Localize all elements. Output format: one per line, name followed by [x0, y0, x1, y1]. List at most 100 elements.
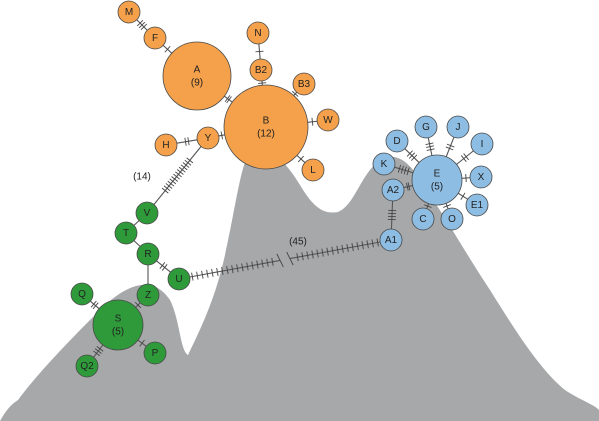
edge-E1-E [457, 192, 468, 200]
edge-H-Y [176, 137, 198, 146]
edge-B-W [307, 117, 318, 126]
node-label: I [481, 139, 484, 150]
edge-C-E [423, 203, 432, 209]
node-label: O [448, 214, 456, 225]
node-label: E1 [471, 200, 484, 211]
node-count: (5) [112, 327, 124, 338]
edge-U-A1 [189, 238, 381, 281]
edge-G-E [425, 137, 435, 156]
haplotype-node-S: S (5) [92, 299, 144, 351]
edge-B-L [296, 154, 306, 163]
haplotype-node-A1: A1 [379, 228, 403, 252]
edge-Y-B [218, 131, 225, 140]
node-label: U [175, 274, 182, 285]
haplotype-node-D: D [385, 129, 409, 153]
node-label: V [144, 208, 151, 219]
node-label: M [125, 7, 133, 18]
node-label: F [152, 33, 158, 44]
edge-J-E [445, 137, 455, 157]
node-label: B [263, 116, 270, 127]
node-label: J [456, 122, 461, 133]
node-label: H [162, 140, 169, 151]
haplotype-node-R: R [136, 242, 160, 266]
haplotype-node-N: N [246, 21, 270, 45]
edge-I-E [456, 150, 474, 165]
node-count: (9) [191, 78, 203, 89]
mutation-count-annotation: (14) [133, 172, 151, 183]
node-label: N [254, 28, 261, 39]
node-label: R [144, 249, 151, 260]
edge-A-B [224, 95, 233, 104]
edge-F-A [162, 44, 173, 54]
haplotype-node-V: V [135, 201, 159, 225]
edge-K-E [394, 164, 414, 176]
node-label: W [323, 115, 333, 126]
node-label: B2 [255, 65, 268, 76]
edge-Q-S [89, 300, 100, 310]
edges-layer [89, 19, 474, 358]
haplotype-node-Z: Z [136, 283, 160, 307]
edge-A2-E [403, 182, 413, 191]
haplotype-node-O: O [440, 207, 464, 231]
node-label: D [393, 136, 400, 147]
haplotype-node-J: J [446, 115, 470, 139]
mountain-silhouette [0, 149, 599, 421]
haplotype-node-M: M [117, 0, 141, 24]
haplotype-node-K: K [372, 152, 396, 176]
haplotype-node-Q2: Q2 [75, 354, 99, 378]
haplotype-node-U: U [167, 267, 191, 291]
haplotype-node-E1: E1 [465, 193, 489, 217]
node-count: (5) [431, 182, 443, 193]
edge-M-F [136, 19, 148, 31]
haplotype-node-I: I [470, 132, 494, 156]
node-label: G [422, 122, 430, 133]
edge-A1-A2 [387, 200, 397, 230]
node-label: C [419, 214, 426, 225]
node-label: A [194, 65, 201, 76]
edge-V-T [133, 220, 140, 226]
node-label: X [478, 172, 485, 183]
edge-O-E [443, 203, 451, 209]
node-label: A1 [385, 235, 398, 246]
edge-Y-V [153, 146, 202, 205]
haplotype-node-E: E (5) [411, 154, 463, 206]
haplotype-node-X: X [469, 165, 493, 189]
node-label: Q2 [80, 361, 94, 372]
node-label: Y [205, 133, 212, 144]
mutation-count-annotation: (45) [289, 237, 307, 248]
haplotype-node-T: T [114, 221, 138, 245]
haplotype-node-A2: A2 [381, 178, 405, 202]
haplotype-node-H: H [154, 133, 178, 157]
haplotype-node-G: G [414, 115, 438, 139]
edge-Z-S [134, 301, 142, 309]
node-label: E [434, 169, 441, 180]
edge-B3-B [291, 90, 299, 97]
node-count: (12) [257, 129, 275, 140]
node-label: Z [145, 290, 151, 301]
haplotype-node-B: B (12) [223, 84, 309, 170]
node-label: Q [78, 289, 86, 300]
haplotype-node-Q: Q [70, 282, 94, 306]
haplotype-node-F: F [143, 26, 167, 50]
haplotype-node-B2: B2 [249, 58, 273, 82]
haplotype-node-P: P [143, 341, 167, 365]
haplotype-node-Y: Y [196, 126, 220, 150]
edge-D-E [404, 148, 420, 163]
haplotype-node-A: A (9) [162, 41, 232, 111]
edge-R-U [156, 260, 171, 273]
haplotype-node-C: C [411, 207, 435, 231]
haplotype-node-W: W [316, 108, 340, 132]
node-label: S [115, 314, 122, 325]
edge-B2-B [258, 80, 267, 86]
haplotype-node-B3: B3 [292, 72, 316, 96]
edge-S-Q2 [93, 344, 104, 358]
edge-T-R [133, 240, 141, 247]
edge-X-E [461, 174, 471, 183]
edge-N-B2 [255, 43, 264, 60]
node-label: K [381, 159, 388, 170]
node-label: B3 [298, 79, 311, 90]
node-label: A2 [387, 185, 400, 196]
node-label: T [123, 228, 129, 239]
